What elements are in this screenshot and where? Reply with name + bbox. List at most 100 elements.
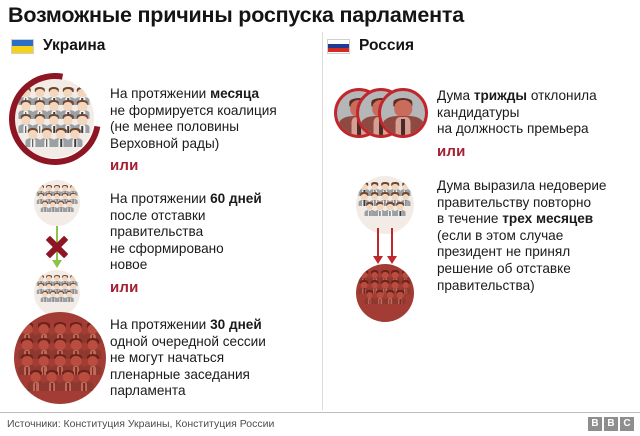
person-icon: [369, 192, 381, 206]
or-label-ru-1: или: [437, 142, 466, 160]
person-icon: [374, 290, 386, 304]
person-icon: [369, 280, 381, 294]
crowd-row: [34, 290, 80, 302]
crowd-row: [356, 202, 414, 216]
crowd-row: [34, 192, 80, 204]
person-icon: [39, 128, 55, 147]
crowd-row: [356, 192, 414, 206]
arrow-down-red-icon: [387, 228, 397, 264]
country-name-russia: Россия: [359, 37, 415, 54]
person-icon: [36, 192, 46, 204]
person-icon: [40, 200, 50, 212]
person-icon: [60, 114, 76, 133]
person-icon: [83, 353, 102, 376]
crowd-row: [356, 290, 414, 304]
reason-block-ua-3: На протяжении 30 дней одной очередной се…: [110, 317, 320, 400]
crowd-row: [34, 282, 80, 294]
person-icon: [52, 192, 62, 204]
person-icon: [389, 192, 401, 206]
person-icon: [44, 282, 54, 294]
person-icon: [389, 280, 401, 294]
person-icon: [51, 353, 69, 376]
crowd-row: [14, 353, 106, 376]
flag-russia-icon: [327, 38, 350, 54]
reason-text-ua-3: На протяжении 30 дней одной очередной се…: [110, 317, 266, 399]
person-icon: [394, 202, 406, 216]
crowd-row: [356, 280, 414, 294]
person-icon: [56, 200, 66, 212]
person-icon: [26, 369, 45, 392]
country-header-ukraine: Украина: [11, 37, 105, 55]
person-icon: [53, 128, 69, 147]
reason-block-ru-2: Дума выразила недоверие правительству по…: [437, 178, 637, 294]
footer-divider: [0, 412, 640, 413]
person-icon: [60, 192, 70, 204]
person-icon: [374, 202, 386, 216]
person-icon: [48, 290, 58, 302]
person-icon: [44, 192, 54, 204]
arrow-down-red-icon: [373, 228, 383, 264]
illustration-crowd-arrows-crowd: [350, 176, 420, 322]
person-icon: [400, 280, 411, 294]
person-icon: [64, 290, 74, 302]
person-icon: [36, 282, 46, 294]
or-label-ua-1: или: [110, 157, 139, 175]
person-icon: [40, 290, 50, 302]
person-icon: [43, 369, 61, 392]
person-icon: [46, 114, 62, 133]
country-header-russia: Россия: [327, 37, 414, 55]
crowd-row: [14, 128, 94, 147]
illustration-three-candidates: [334, 84, 434, 144]
person-icon: [56, 290, 66, 302]
person-icon: [400, 192, 411, 206]
candidate-avatar-icon: [378, 88, 428, 138]
reason-text-ru-2: Дума выразила недоверие правительству по…: [437, 178, 607, 293]
reason-block-ua-1: На протяжении месяца не формируется коал…: [110, 86, 315, 174]
person-icon: [18, 353, 37, 376]
person-icon: [48, 200, 58, 212]
country-name-ukraine: Украина: [43, 37, 106, 54]
person-icon: [32, 114, 48, 133]
person-icon: [364, 290, 376, 304]
person-icon: [74, 114, 90, 133]
person-icon: [60, 282, 70, 294]
bbc-logo-letter: B: [588, 417, 602, 431]
column-divider: [322, 32, 323, 410]
person-icon: [59, 369, 77, 392]
person-icon: [358, 280, 370, 294]
x-mark-icon: [38, 228, 76, 266]
crowd-row: [34, 200, 80, 212]
crowd-row: [14, 114, 94, 133]
person-icon: [379, 280, 391, 294]
or-label-ua-2: или: [110, 278, 139, 296]
person-icon: [384, 290, 396, 304]
person-icon: [68, 192, 78, 204]
person-icon: [18, 114, 34, 133]
person-icon: [35, 353, 53, 376]
person-icon: [384, 202, 396, 216]
bbc-logo-letter: C: [620, 417, 634, 431]
bbc-logo: B B C: [588, 417, 634, 431]
person-icon: [67, 353, 85, 376]
person-icon: [364, 202, 376, 216]
bbc-logo-letter: B: [604, 417, 618, 431]
source-note: Источники: Конституция Украины, Конститу…: [7, 418, 275, 430]
person-icon: [68, 282, 78, 294]
person-icon: [67, 128, 83, 147]
person-icon: [394, 290, 406, 304]
crowd-row: [14, 369, 106, 392]
person-icon: [52, 282, 62, 294]
illustration-crowd-x-crowd: [24, 180, 90, 316]
illustration-crowd-large: [0, 54, 120, 184]
person-icon: [75, 369, 94, 392]
person-icon: [64, 200, 74, 212]
person-icon: [358, 192, 370, 206]
reason-text-ua-1: На протяжении месяца не формируется коал…: [110, 86, 277, 151]
person-icon: [379, 192, 391, 206]
flag-ukraine-icon: [11, 38, 34, 54]
